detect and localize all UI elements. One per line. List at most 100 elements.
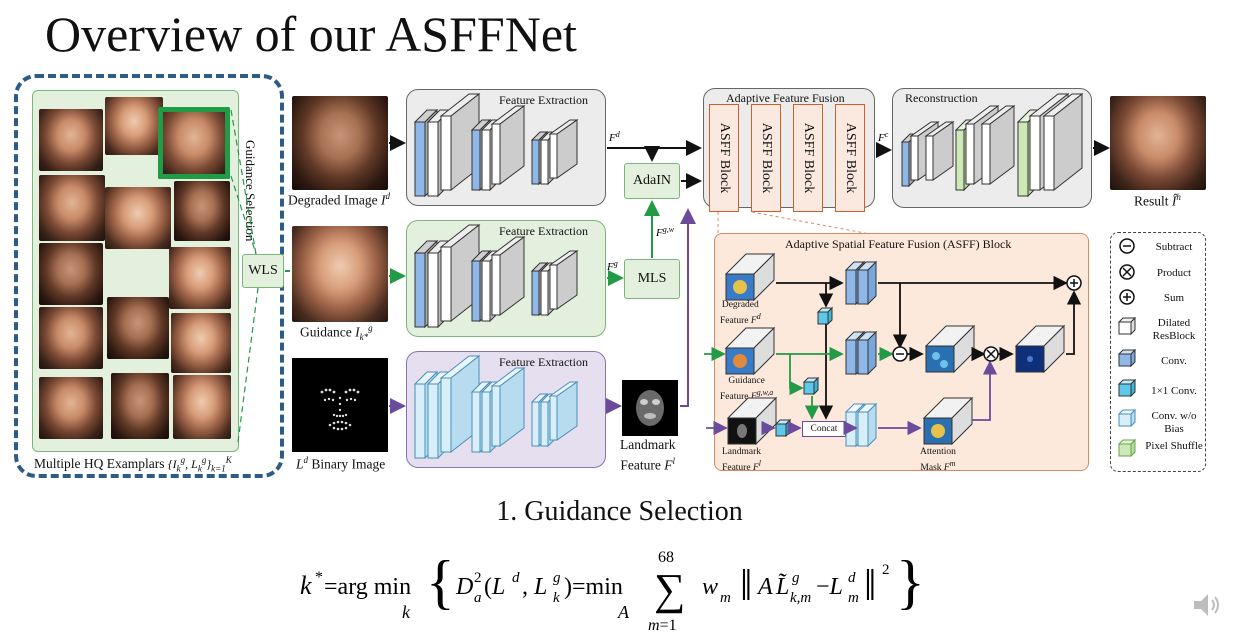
landmark-feature-glyph [636,390,664,426]
asff-green-arrows [704,346,894,420]
legend-dilated-label: Dilated ResBlock [1152,317,1196,342]
svg-text:m: m [848,590,859,606]
asff-landmark-line2: Feature [722,463,751,474]
fe-degraded-cubes [413,92,579,198]
guidance-selection-label: Guidance Selection [243,140,258,242]
exemplar-face-10 [171,313,231,373]
guidance-selection-formula: k * =arg min k { D a 2 (L d , L k g )=mi… [300,549,925,634]
exemplar-face-2 [105,97,163,155]
result-caption-text: Result [1134,193,1169,209]
asff-purple-arrows [706,360,998,436]
asff-guidance-line1: Guidance [728,376,765,386]
reconstruction-title: Reconstruction [905,91,978,105]
svg-text:d: d [848,570,856,586]
binary-landmark-image [292,358,388,452]
svg-text:{: { [426,549,455,615]
asff-guidance-feature [724,326,776,376]
exemplar-face-5 [174,181,230,241]
feature-extraction-degraded-title: Feature Extraction [499,93,588,107]
label-fgw: Fg,w [655,225,675,239]
product-icon [1119,264,1135,280]
subtract-op [892,346,908,362]
svg-text:, L: , L [522,574,547,600]
result-caption: Result Îh [1134,192,1181,209]
sum-icon [1119,289,1135,305]
asff-block-2: ASFF Block [751,104,781,212]
degraded-caption-text: Degraded Image [288,192,378,208]
svg-text:d: d [512,570,520,586]
svg-text:k: k [553,590,560,606]
conv1x1-icon [1117,378,1137,398]
asff-attention-line1: Attention [920,447,956,457]
label-fc: Fc [877,130,889,144]
svg-text:k: k [402,602,411,622]
svg-text:L̃: L̃ [775,573,789,600]
reconstruction-cubes [900,92,1084,198]
svg-text:g: g [553,570,561,586]
asff-1x1-conv-c [774,418,792,438]
guidance-caption: Guidance Ik*g [300,323,373,343]
legend-pixel-shuffle-label: Pixel Shuffle [1145,440,1203,452]
svg-text:A: A [756,574,773,600]
svg-text:k,m: k,m [790,590,811,606]
guidance-selection-lines [230,109,259,443]
asff-black-arrows [776,275,1082,420]
exemplar-caption: Multiple HQ Examplars {Ikg, Lkg}k=1K [34,455,232,474]
legend-sum-label: Sum [1163,292,1185,304]
guidance-flow-arrows [389,200,660,286]
sum-op [1066,275,1082,291]
fe-landmark-cubes [413,354,579,460]
asff-attention-line2: Mask [920,463,942,474]
svg-text:a: a [474,590,482,606]
asff-1x1-conv-a [816,306,834,326]
svg-text:‖: ‖ [740,561,752,610]
svg-text:68: 68 [658,549,674,566]
wls-box: WLS [242,254,284,288]
svg-text:‖: ‖ [864,561,876,610]
legend-subtract-label: Subtract [1155,241,1193,253]
exemplar-face-11 [39,377,103,439]
svg-text:k: k [300,571,312,600]
legend-conv1x1-label: 1×1 Conv. [1151,385,1197,397]
feature-extraction-landmark-title: Feature Extraction [499,355,588,369]
guidance-caption-text: Guidance [300,324,352,340]
mls-box: MLS [624,259,680,299]
asff-product-output [1014,324,1066,374]
asff-landmark-label: Landmark Feature Fl [722,447,762,474]
svg-text:2: 2 [474,570,482,586]
exemplar-face-selected [158,107,230,179]
svg-text:2: 2 [882,562,890,578]
landmark-dots [320,388,360,431]
landmark-caption-line2: Feature [620,457,661,473]
asff-inner [704,252,1082,448]
binary-caption-text: Binary Image [311,456,386,472]
exemplar-face-7 [169,247,231,309]
asff-degraded-line2: Feature [720,316,749,327]
legend-product-label: Product [1156,267,1192,279]
exemplar-face-8 [39,307,103,369]
guidance-image [292,226,388,322]
asff-attention-label: Attention Mask Fm [920,447,956,474]
speaker-icon[interactable] [1190,590,1224,620]
section-heading: 1. Guidance Selection [496,496,743,527]
svg-text:∑: ∑ [654,565,685,614]
asff-degraded-feature [724,252,776,302]
label-fg: Fg [606,259,618,273]
svg-text:A: A [617,602,630,622]
svg-text:m=1: m=1 [648,617,677,634]
asff-attention-mask [922,396,974,446]
svg-text:−L: −L [816,574,843,600]
exemplar-face-9 [107,297,169,359]
asff-detail-title: Adaptive Spatial Feature Fusion (ASFF) B… [785,237,1012,251]
exemplar-face-1 [39,109,103,171]
dilated-resblock-icon [1117,316,1137,336]
label-fd: Fd [608,130,621,144]
asff-block-4: ASFF Block [835,104,865,212]
asff-1x1-conv-b [802,376,820,396]
landmark-feature-image [622,380,678,436]
conv-icon [1117,348,1137,368]
exemplar-face-12 [111,373,169,439]
result-image [1110,96,1206,190]
exemplar-face-13 [173,375,231,439]
